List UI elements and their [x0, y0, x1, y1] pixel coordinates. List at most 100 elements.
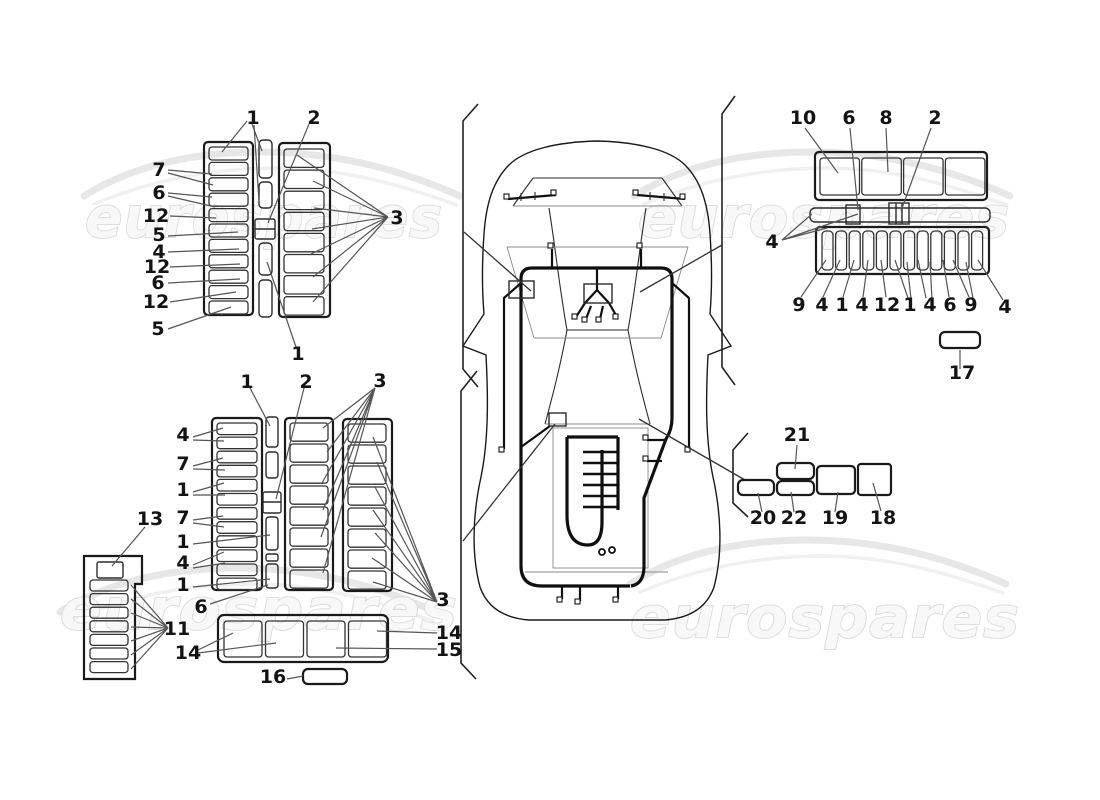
small-unit-box-17 [938, 330, 982, 350]
callout: 7 [176, 507, 189, 529]
front-fuse-box-right [277, 141, 332, 319]
callout: 1 [246, 107, 259, 129]
callout: 3 [390, 207, 403, 229]
fuse-slot [283, 253, 325, 274]
fuse-slot [862, 230, 875, 271]
fuse-slot [347, 465, 387, 485]
fuse-slot [216, 422, 258, 436]
callout: 4 [923, 294, 936, 316]
fuse-slot [283, 232, 325, 253]
rear-relay-slots [819, 157, 986, 196]
wiring-harness [498, 189, 691, 605]
callout: 2 [928, 107, 941, 129]
watermark-text-top-left: eurospares [85, 185, 443, 251]
callout: 4 [765, 231, 778, 253]
fuse-slot [264, 620, 305, 658]
fuse-slot [930, 230, 943, 271]
watermark-text-bottom-left: eurospares [60, 577, 458, 643]
fuse-slot [848, 230, 861, 271]
bracket-lower-left [460, 370, 478, 680]
fuse-slot [208, 300, 249, 315]
cabin-fuse-box-right [341, 417, 394, 593]
engine-units-leader-lines [757, 444, 882, 513]
callout: 7 [176, 453, 189, 475]
rear-fuse-strip [814, 225, 991, 276]
fuse-slot [902, 230, 916, 271]
callout: 12 [143, 205, 169, 227]
callout: 14 [436, 622, 462, 644]
fuse-slot [289, 422, 329, 442]
fuse-slot [902, 157, 944, 196]
fuse-slot [89, 579, 129, 592]
fuse-slot [283, 274, 325, 295]
car-harness-illustration [461, 140, 733, 621]
callout: 2 [299, 371, 312, 393]
callout: 6 [943, 294, 956, 316]
callout: 4 [152, 241, 165, 263]
fuse-slot [208, 161, 249, 177]
relay-carrier-box [82, 554, 144, 681]
callout: 4 [855, 294, 868, 316]
fuse-slot [216, 464, 258, 478]
fuse-slot [957, 230, 970, 271]
fuse-slot [347, 570, 387, 590]
fuse-slot [970, 230, 984, 271]
engine-harness-ladder [565, 435, 620, 556]
watermark-text-bottom-right: eurospares [630, 585, 1020, 651]
car-body-outline [461, 140, 733, 621]
fuse-slot [208, 146, 249, 161]
callout: 4 [176, 424, 189, 446]
fuse-slot [819, 157, 861, 196]
fuse-slot [943, 230, 957, 271]
callout: 10 [790, 107, 816, 129]
callout: 3 [436, 589, 449, 611]
front-fuse-box-left [202, 140, 255, 317]
fuse-slot [223, 620, 263, 658]
callout: 4 [176, 552, 189, 574]
fuse-slot [216, 436, 258, 450]
callout: 16 [260, 666, 286, 688]
fuse-slot [834, 230, 848, 271]
fuse-slot [216, 577, 258, 591]
rear-fuse-slots [821, 230, 984, 271]
fuse-slot [289, 548, 329, 568]
front-trident-branch [575, 268, 618, 320]
cabin-right-slots [347, 423, 387, 590]
fuse-slot [216, 506, 258, 520]
cabin-fuse-box-diagram: 1 2 3 4 7 1 7 1 4 1 6 13 11 3 14 14 15 1… [82, 370, 462, 688]
fuse-slot [861, 157, 902, 196]
callout: 13 [137, 508, 163, 530]
fuse-slot [89, 620, 129, 633]
cabin-box-leader-lines [111, 387, 438, 680]
front-left-slots [208, 146, 249, 315]
fuse-slot [89, 606, 129, 619]
fuse-slot [216, 450, 258, 464]
cabin-lower-relay-slots [223, 620, 388, 658]
fuse-slot [283, 296, 325, 316]
fuse-slot [916, 230, 929, 271]
fuse-slot [821, 230, 834, 271]
fuse-slot [347, 444, 387, 464]
fuse-slot [208, 207, 249, 223]
callout: 4 [998, 296, 1011, 318]
callout: 7 [152, 159, 165, 181]
callout: 1 [176, 531, 189, 553]
callout: 6 [151, 272, 164, 294]
unit-box-22 [775, 479, 816, 497]
callout: 15 [436, 639, 462, 661]
fuse-slot [347, 486, 387, 506]
front-center-rail [254, 139, 276, 318]
fuse-slot [289, 569, 329, 589]
callout: 19 [822, 507, 848, 529]
car-roof-cabin-lines [512, 177, 683, 425]
fuse-slot [216, 478, 258, 492]
callout: 14 [175, 642, 201, 664]
unit-box-20 [736, 478, 776, 497]
unit-box-18 [856, 462, 893, 497]
fuse-slot [208, 192, 249, 207]
fuse-slot [208, 254, 249, 269]
fuse-slot [216, 563, 258, 577]
section-brackets [460, 95, 749, 680]
callout: 4 [815, 294, 828, 316]
